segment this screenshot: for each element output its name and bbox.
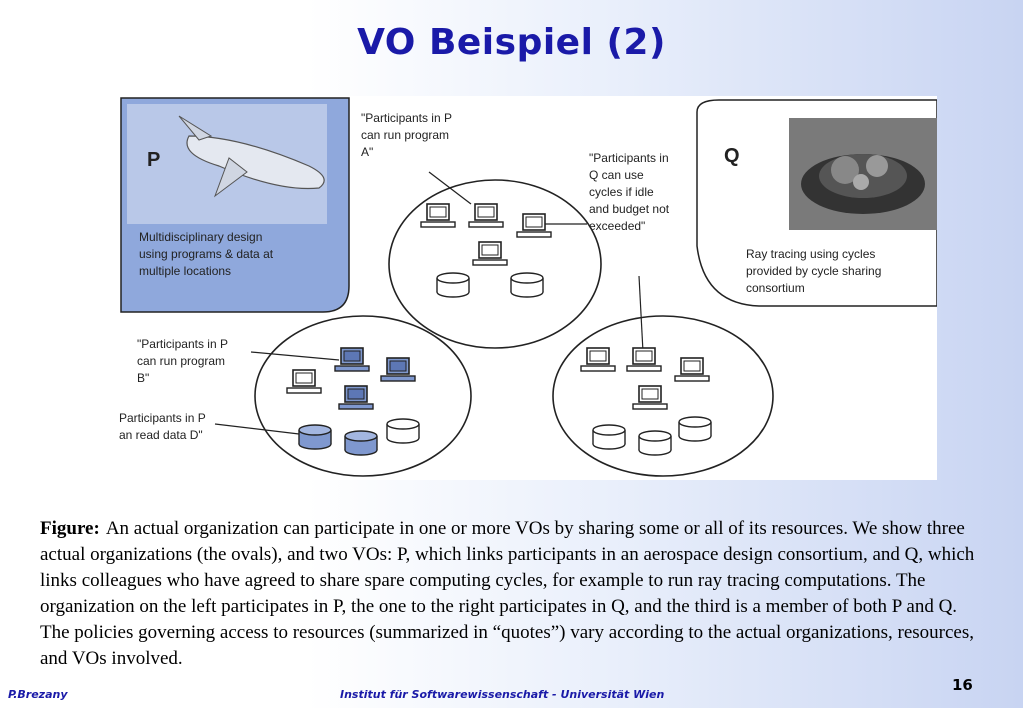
slide-title: VO Beispiel (2) — [357, 22, 666, 63]
caption-lead: Figure: — [40, 518, 100, 539]
svg-text:exceeded": exceeded" — [589, 219, 645, 233]
svg-text:"Participants in P: "Participants in P — [361, 111, 452, 125]
quote-program-b: "Participants in P can run program B" — [137, 337, 228, 385]
vo-q-desc-2: provided by cycle sharing — [746, 264, 881, 278]
teapot-render-icon — [801, 154, 925, 214]
footer-author: P.Brezany — [8, 688, 68, 701]
quote-program-a: "Participants in P can run program A" — [361, 111, 452, 159]
vo-p-desc-2: using programs & data at — [139, 247, 274, 261]
page-number: 16 — [952, 676, 973, 694]
svg-text:and budget not: and budget not — [589, 202, 670, 216]
quote-data-d: Participants in P an read data D" — [119, 411, 206, 442]
organization-oval-top — [388, 171, 602, 349]
vo-q-letter: Q — [724, 145, 740, 167]
organization-oval-left — [214, 315, 472, 477]
svg-text:A": A" — [361, 145, 373, 159]
vo-p-panel: P Multidisciplinary design using program… — [120, 97, 350, 313]
svg-text:"Participants in P: "Participants in P — [137, 337, 228, 351]
vo-p-desc-1: Multidisciplinary design — [139, 230, 262, 244]
vo-q-desc-3: consortium — [746, 281, 805, 295]
vo-q-desc-1: Ray tracing using cycles — [746, 247, 875, 261]
caption-text: An actual organization can participate i… — [40, 518, 975, 669]
svg-text:can run program: can run program — [361, 128, 449, 142]
svg-text:B": B" — [137, 371, 149, 385]
svg-text:cycles if idle: cycles if idle — [589, 185, 654, 199]
airplane-icon — [178, 115, 325, 198]
svg-text:Participants in P: Participants in P — [119, 411, 206, 425]
organization-oval-right — [552, 275, 774, 477]
footer-institute: Institut für Softwarewissenschaft - Univ… — [340, 688, 665, 701]
svg-text:an read data D": an read data D" — [119, 428, 203, 442]
vo-diagram: P Multidisciplinary design using program… — [119, 96, 937, 480]
svg-text:Q can use: Q can use — [589, 168, 644, 182]
quote-cycles-q: "Participants in Q can use cycles if idl… — [589, 151, 670, 233]
svg-text:can run program: can run program — [137, 354, 225, 368]
vo-p-desc-3: multiple locations — [139, 264, 231, 278]
figure-caption: Figure:An actual organization can partic… — [40, 516, 990, 672]
vo-p-letter: P — [147, 149, 160, 171]
svg-text:"Participants in: "Participants in — [589, 151, 669, 165]
vo-q-panel: Q Ray tracing using cycles provided by c… — [696, 99, 937, 307]
